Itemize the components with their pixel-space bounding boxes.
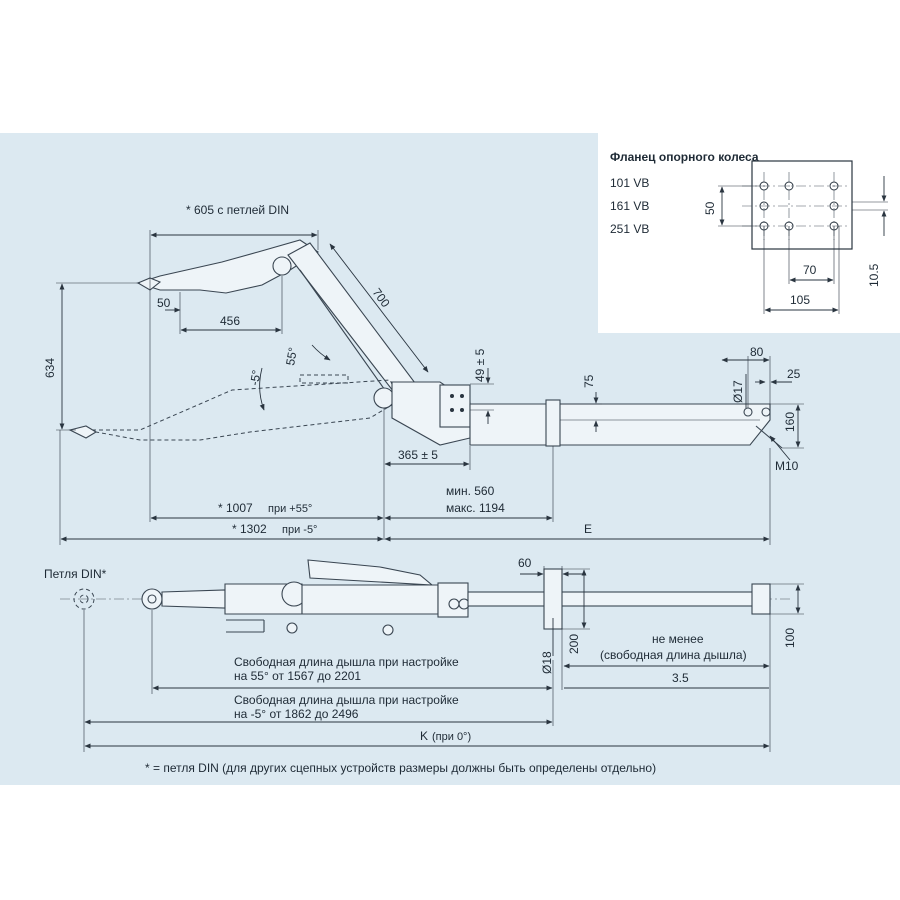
angle-minus-5: -5°: [247, 369, 264, 387]
inset-item-161: 161 VB: [610, 199, 649, 213]
dim-e: E: [584, 522, 592, 536]
min-note-1: не менее: [652, 632, 704, 646]
dim-60: 60: [518, 556, 532, 570]
dim-k: K: [420, 729, 428, 743]
dim-50: 50: [157, 296, 171, 310]
dim-din-605: * 605 с петлей DIN: [186, 203, 289, 217]
pivot-up: [272, 256, 292, 276]
dim-25: 25: [787, 367, 801, 381]
dim-634: 634: [43, 358, 57, 378]
min-note-2: (свободная длина дышла): [600, 648, 747, 662]
inset-panel: [598, 133, 900, 333]
dim-200: 200: [567, 634, 581, 654]
din-eye-down: [68, 425, 98, 439]
inset-dim-50: 50: [703, 201, 717, 215]
dim-d17: Ø17: [731, 380, 745, 403]
dim-1007-suffix: при +55°: [268, 503, 312, 515]
dim-1302: * 1302: [232, 522, 267, 536]
coupling-bellows: [161, 589, 226, 609]
dim-3-5: 3.5: [672, 671, 689, 685]
footnote: * = петля DIN (для других сцепных устрой…: [145, 761, 656, 775]
free-55-line2: на 55° от 1567 до 2201: [234, 669, 361, 683]
free-m5-line1: Свободная длина дышла при настройке: [234, 693, 459, 707]
dim-min-560: мин. 560: [446, 484, 495, 498]
dim-max-1194: макс. 1194: [446, 501, 505, 515]
dim-49: 49 ± 5: [473, 348, 487, 382]
dim-1007: * 1007: [218, 501, 253, 515]
dim-365: 365 ± 5: [398, 448, 438, 462]
free-55-line1: Свободная длина дышла при настройке: [234, 655, 459, 669]
inset-dim-10-5: 10.5: [867, 263, 881, 287]
inset-item-251: 251 VB: [610, 222, 649, 236]
din-eye-lower: [73, 588, 95, 610]
dim-80: 80: [750, 345, 764, 359]
dim-100: 100: [783, 628, 797, 648]
support-clamp: [545, 399, 561, 447]
plan-view: Петля DIN* 60 Ø18 200 100 не менее (своб…: [44, 556, 804, 775]
drawbar-down: [84, 379, 401, 441]
din-eye-up: [136, 277, 162, 291]
main-tube: [469, 403, 771, 446]
inset-dim-105: 105: [790, 293, 810, 307]
tube-plan: [467, 591, 771, 607]
inset-dim-70: 70: [803, 263, 817, 277]
inset-item-101: 101 VB: [610, 176, 649, 190]
flange-plate: [751, 160, 853, 250]
inset-title: Фланец опорного колеса: [610, 150, 759, 164]
label-m10: M10: [775, 459, 799, 473]
din-label: Петля DIN*: [44, 567, 107, 581]
support-flange: [439, 384, 471, 428]
lever: [307, 559, 434, 586]
side-view: * 605 с петлей DIN 50 456 634 700 55° -5…: [43, 203, 804, 545]
housing-plan: [301, 584, 439, 615]
flange-inset: Фланец опорного колеса 101 VB 161 VB 251…: [598, 133, 900, 333]
dim-d18: Ø18: [540, 651, 554, 674]
dim-160: 160: [783, 412, 797, 432]
dim-456: 456: [220, 314, 240, 328]
dim-k-suffix: (при 0°): [432, 731, 471, 743]
free-m5-line2: на -5° от 1862 до 2496: [234, 707, 359, 721]
dim-1302-suffix: при -5°: [282, 524, 317, 536]
dim-75: 75: [582, 374, 596, 388]
angle-55: 55°: [283, 346, 300, 366]
